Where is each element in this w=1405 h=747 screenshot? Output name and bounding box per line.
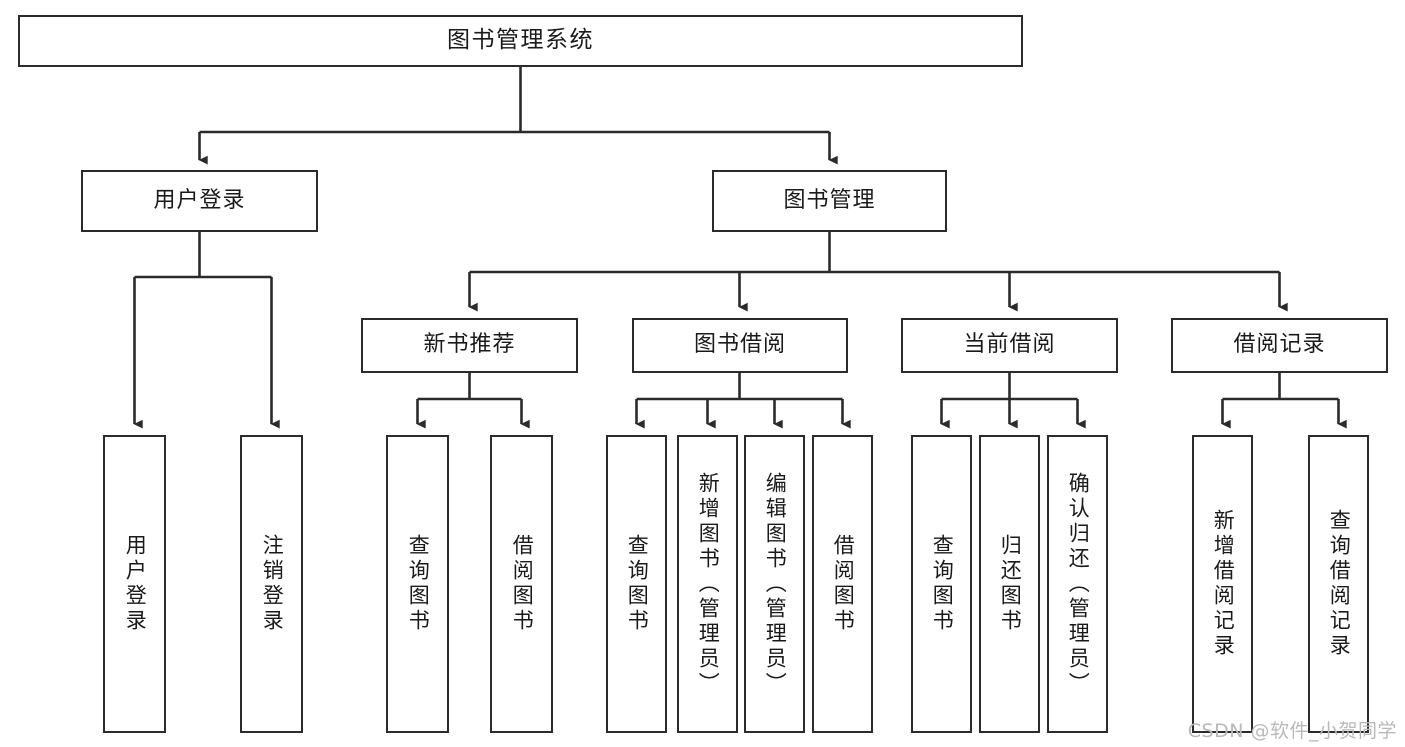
node-label: 图书借阅: [693, 332, 786, 358]
node-leaf-edit-book-admin[interactable]: 编辑图书（管理员）: [744, 435, 805, 733]
node-leaf-user-login[interactable]: 用户登录: [103, 435, 166, 733]
node-leaf-return-book[interactable]: 归还图书: [979, 435, 1040, 733]
node-book-management[interactable]: 图书管理: [712, 170, 947, 232]
csdn-watermark: CSDN @软件_小贺同学: [1187, 720, 1397, 742]
node-label: 查询图书: [625, 534, 650, 634]
node-label: 借阅图书: [510, 534, 535, 634]
node-label: 查询图书: [930, 534, 955, 634]
node-label: 新增图书（管理员）: [696, 471, 721, 697]
node-label: 查询借阅记录: [1327, 509, 1352, 659]
node-label: 用户登录: [153, 187, 246, 213]
node-leaf-borrow-book-newbook[interactable]: 借阅图书: [490, 435, 553, 733]
node-book-borrow[interactable]: 图书借阅: [632, 318, 848, 373]
node-borrow-record[interactable]: 借阅记录: [1171, 318, 1388, 373]
node-label: 借阅图书: [831, 534, 856, 634]
node-leaf-confirm-return-admin[interactable]: 确认归还（管理员）: [1047, 435, 1108, 733]
node-label: 当前借阅: [963, 332, 1056, 358]
node-label: 新书推荐: [423, 332, 516, 358]
node-leaf-add-borrow-record[interactable]: 新增借阅记录: [1192, 435, 1253, 733]
node-label: 编辑图书（管理员）: [763, 471, 788, 697]
node-label: 图书管理系统: [447, 27, 594, 54]
node-label: 借阅记录: [1233, 332, 1326, 358]
node-label: 图书管理: [783, 187, 876, 213]
node-label: 新增借阅记录: [1211, 509, 1236, 659]
node-leaf-query-borrow-record[interactable]: 查询借阅记录: [1308, 435, 1369, 733]
node-label: 确认归还（管理员）: [1066, 471, 1091, 697]
node-label: 注销登录: [260, 534, 285, 634]
node-leaf-borrow-book[interactable]: 借阅图书: [812, 435, 873, 733]
node-label: 归还图书: [998, 534, 1023, 634]
node-leaf-logout[interactable]: 注销登录: [240, 435, 303, 733]
node-label: 用户登录: [123, 534, 148, 634]
node-leaf-query-book-newbook[interactable]: 查询图书: [386, 435, 449, 733]
node-leaf-add-book-admin[interactable]: 新增图书（管理员）: [677, 435, 738, 733]
node-user-login[interactable]: 用户登录: [81, 170, 318, 232]
node-new-book-recommendation[interactable]: 新书推荐: [361, 318, 578, 373]
node-leaf-query-book-borrow[interactable]: 查询图书: [606, 435, 667, 733]
node-leaf-query-book-current[interactable]: 查询图书: [911, 435, 972, 733]
node-current-borrow[interactable]: 当前借阅: [901, 318, 1118, 373]
node-label: 查询图书: [406, 534, 431, 634]
node-root-book-management-system[interactable]: 图书管理系统: [18, 15, 1023, 67]
